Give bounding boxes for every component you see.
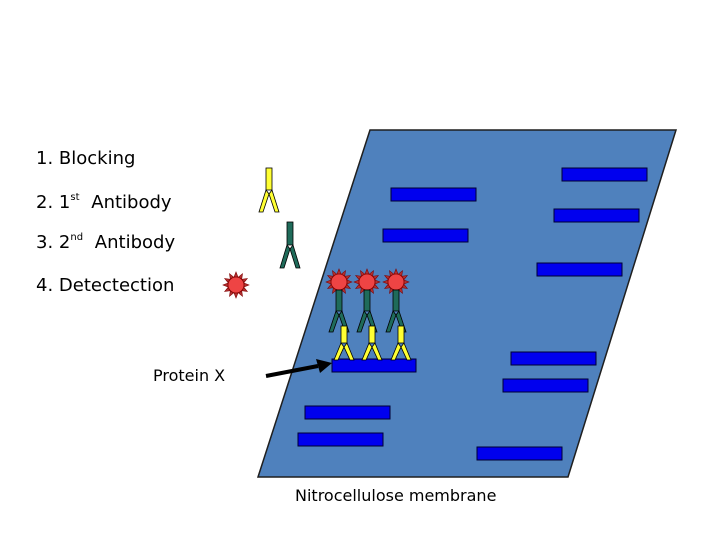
step-blocking: 1. Blocking — [36, 148, 135, 169]
arrow-head — [316, 359, 332, 373]
arrow-shaft — [265, 364, 319, 378]
starburst-core — [330, 273, 348, 291]
step-label: Blocking — [58, 148, 136, 169]
antibody-stem — [397, 325, 405, 344]
step-label: Antibody — [94, 232, 176, 253]
antibody-arm-right — [371, 342, 383, 361]
antibody-arm-left — [361, 342, 373, 361]
protein-x-label: Protein X — [153, 366, 225, 385]
protein-band — [297, 432, 384, 447]
protein-band — [382, 228, 469, 243]
starburst-core — [358, 273, 376, 291]
nitrocellulose-membrane — [256, 129, 678, 478]
protein-x-band — [331, 358, 417, 373]
starburst-core — [387, 273, 405, 291]
protein-band — [510, 351, 597, 366]
step-first-antibody: 2. 1st Antibody — [36, 192, 172, 213]
antibody-stem — [335, 289, 343, 312]
antibody-stem — [363, 289, 371, 312]
step-label: Antibody — [91, 192, 172, 213]
step-second-antibody: 3. 2nd Antibody — [36, 232, 175, 253]
protein-band — [304, 405, 391, 420]
enzyme-marker — [353, 268, 381, 296]
antibody-arm-left — [258, 189, 270, 213]
antibody-arm-right — [343, 342, 355, 361]
antibody-stem — [392, 289, 400, 312]
protein-bands — [297, 167, 648, 461]
antibody-arm-left — [333, 342, 345, 361]
enzyme-icon — [222, 271, 250, 299]
step-ordinal: 1 — [58, 192, 71, 213]
antibody-arm-left — [328, 310, 340, 333]
protein-band — [390, 187, 477, 202]
primary-antibody-icon — [258, 167, 280, 213]
protein-band — [502, 378, 589, 393]
step-detection: 4. Detectection — [36, 275, 174, 296]
protein-band — [476, 446, 563, 461]
step-ordinal: 2 — [58, 232, 71, 253]
antibody-arm-left — [356, 310, 368, 333]
secondary-antibody-icon — [279, 221, 301, 269]
step-number: 1. — [36, 148, 54, 169]
antibody-stem — [286, 221, 294, 246]
step-ordinal-suffix: nd — [70, 232, 84, 243]
primary-antibody — [361, 325, 383, 361]
antibody-arm-left — [279, 244, 291, 269]
antibody-arm-right — [289, 244, 301, 269]
antibody-stem — [368, 325, 376, 344]
step-number: 4. — [36, 275, 54, 296]
step-number: 2. — [36, 192, 54, 213]
step-label: Detectection — [58, 275, 175, 296]
protein-band — [536, 262, 623, 277]
protein-band — [553, 208, 640, 223]
membrane-label: Nitrocellulose membrane — [295, 486, 496, 505]
primary-antibody — [333, 325, 355, 361]
antibody-arm-left — [390, 342, 402, 361]
protein-band — [561, 167, 648, 182]
antibody-arm-left — [385, 310, 397, 333]
legend-icons — [222, 167, 301, 299]
antibody-arm-right — [268, 189, 280, 213]
primary-antibody — [390, 325, 412, 361]
antibody-complex — [325, 268, 412, 361]
antibody-stem — [340, 325, 348, 344]
step-ordinal-suffix: st — [70, 192, 80, 203]
antibody-arm-right — [400, 342, 412, 361]
antibody-stem — [265, 167, 273, 191]
step-number: 3. — [36, 232, 54, 253]
secondary-antibody — [385, 289, 407, 333]
starburst-core — [227, 276, 245, 294]
